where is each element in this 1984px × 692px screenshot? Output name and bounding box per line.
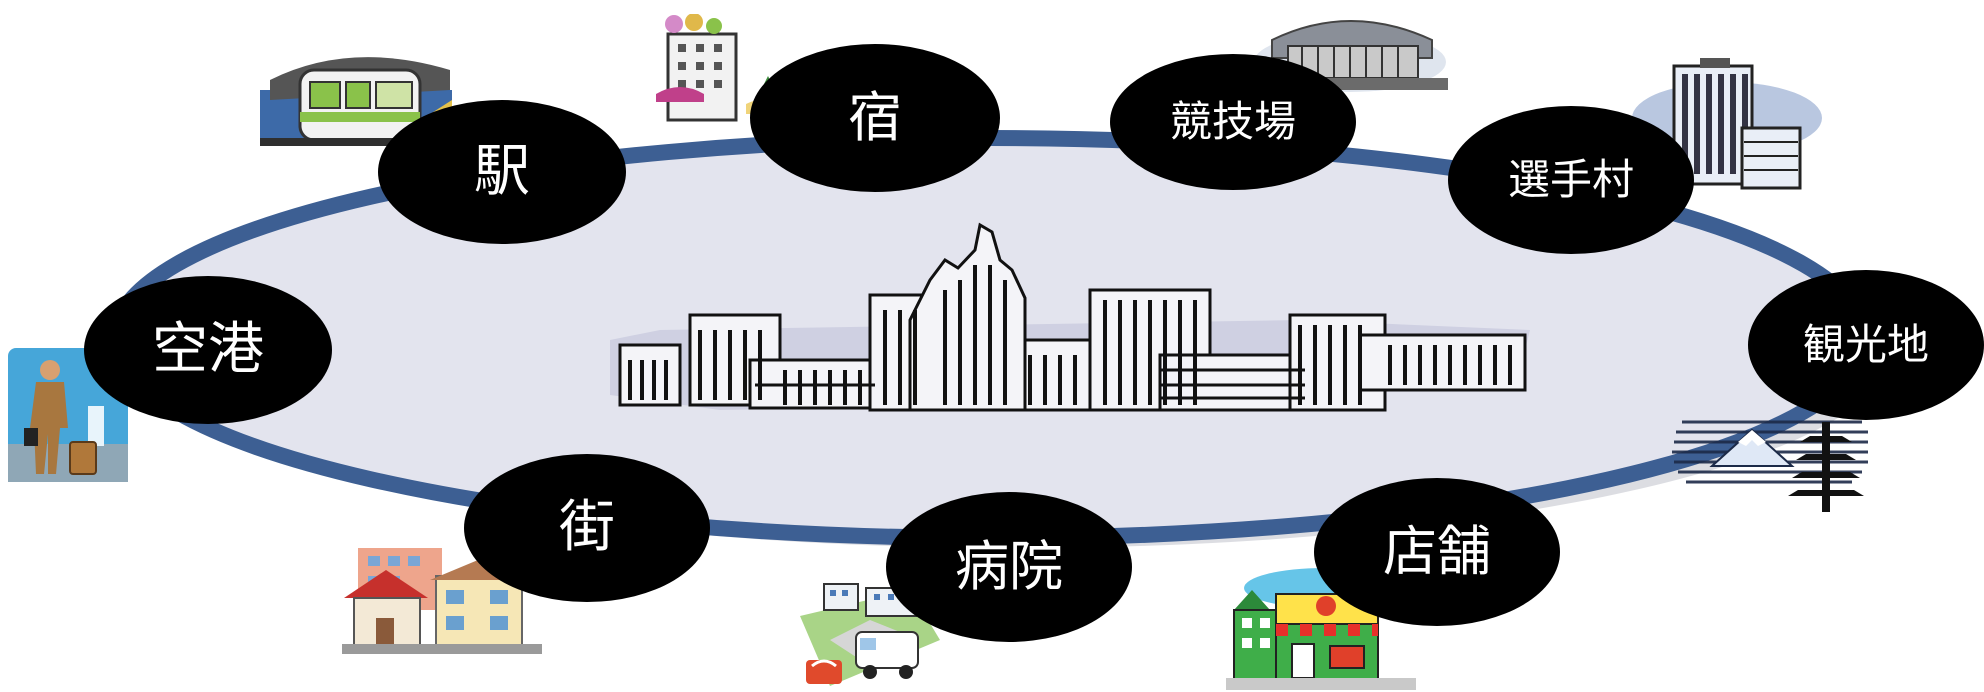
node-shop: 店舗: [1314, 478, 1560, 626]
node-stadium: 競技場: [1110, 54, 1356, 190]
mount-fuji-pagoda-icon: [1672, 420, 1868, 512]
node-label: 観光地: [1802, 320, 1929, 369]
node-label: 街: [559, 495, 615, 560]
node-label: 競技場: [1169, 97, 1296, 146]
node-label: 宿: [848, 86, 902, 149]
node-inn: 宿: [750, 44, 1000, 192]
node-label: 病院: [955, 535, 1063, 598]
node-athletes-village: 選手村: [1448, 106, 1694, 254]
node-label: 店舗: [1383, 520, 1491, 583]
hospital-ambulance-icon: [800, 583, 940, 686]
node-station: 駅: [378, 100, 626, 244]
houses-icon: [342, 548, 542, 654]
node-hospital: 病院: [886, 492, 1132, 642]
node-sightseeing: 観光地: [1748, 270, 1984, 420]
train-icon: [260, 57, 452, 146]
node-label: 選手村: [1507, 155, 1634, 204]
node-airport: 空港: [84, 276, 332, 424]
node-town: 街: [464, 454, 710, 602]
node-label: 空港: [152, 317, 264, 382]
node-label: 駅: [474, 139, 530, 204]
city-skyline-icon: [610, 222, 1530, 412]
hotel-icon: [656, 14, 800, 122]
